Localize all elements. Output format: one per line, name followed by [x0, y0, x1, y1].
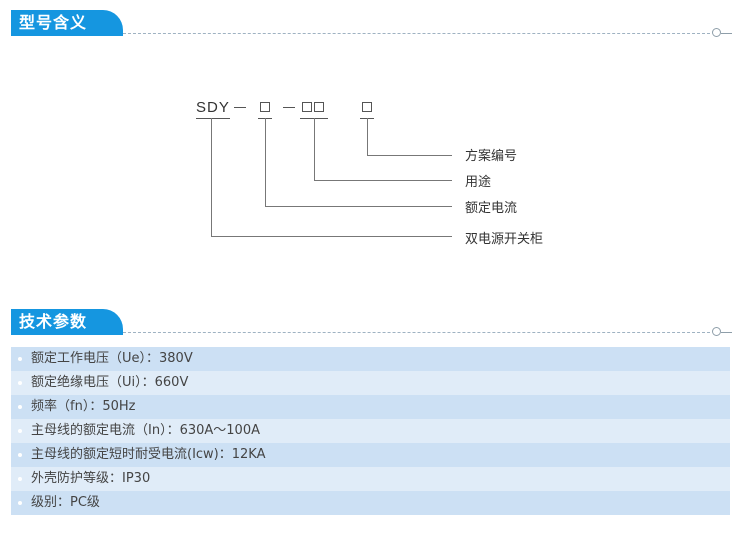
- divider-tail: [721, 33, 732, 34]
- param-text: 额定工作电压（Ue）：380V: [31, 351, 193, 366]
- leader-h-prefix: [211, 236, 452, 237]
- list-item: 额定绝缘电压（Ui）：660V: [11, 371, 730, 395]
- leader-h-current: [265, 206, 452, 207]
- leader-v-usage: [314, 118, 315, 180]
- bullet-dot-icon: [18, 381, 22, 385]
- section-title-model-meaning: 型号含义: [11, 10, 123, 36]
- divider-tail: [721, 332, 732, 333]
- model-prefix: SDY: [196, 99, 230, 116]
- leader-v-scheme: [367, 118, 368, 155]
- param-text: 外壳防护等级：IP30: [31, 471, 151, 486]
- param-text: 级别：PC级: [31, 495, 100, 510]
- leader-h-usage: [314, 180, 452, 181]
- param-text: 主母线的额定短时耐受电流(Icw)：12KA: [31, 447, 266, 462]
- bullet-dot-icon: [18, 429, 22, 433]
- divider-line: [123, 332, 710, 333]
- param-text: 频率（fn）：50Hz: [31, 399, 136, 414]
- list-item: 频率（fn）：50Hz: [11, 395, 730, 419]
- bullet-dot-icon: [18, 405, 22, 409]
- list-item: 外壳防护等级：IP30: [11, 467, 730, 491]
- leader-v-prefix: [211, 118, 212, 236]
- list-item: 级别：PC级: [11, 491, 730, 515]
- label-usage: 用途: [465, 175, 492, 190]
- code-box-usage-2: [314, 102, 324, 112]
- label-scheme-number: 方案编号: [465, 149, 518, 164]
- code-box-current: [260, 102, 270, 112]
- section-header-model-meaning: 型号含义: [0, 10, 750, 37]
- leader-h-scheme: [367, 155, 452, 156]
- list-item: 主母线的额定电流（In）：630A～100A: [11, 419, 730, 443]
- section-title-tech-params: 技术参数: [11, 309, 123, 335]
- divider-circle-icon: [712, 28, 721, 37]
- list-item: 额定工作电压（Ue）：380V: [11, 347, 730, 371]
- tech-params-list: 额定工作电压（Ue）：380V 额定绝缘电压（Ui）：660V 频率（fn）：5…: [11, 347, 730, 515]
- code-box-usage-1: [302, 102, 312, 112]
- model-code-diagram: SDY 方案编号 用途 额定电流 双电源开关柜: [196, 99, 544, 247]
- label-dual-power-cabinet: 双电源开关柜: [465, 232, 544, 247]
- bullet-dot-icon: [18, 477, 22, 481]
- section-header-tech-params: 技术参数: [0, 309, 750, 336]
- code-box-scheme: [362, 102, 372, 112]
- label-rated-current: 额定电流: [465, 201, 518, 216]
- leader-v-current: [265, 118, 266, 206]
- prefix-underline: [196, 118, 230, 119]
- separator-dash-2: [283, 107, 295, 108]
- divider-circle-icon: [712, 327, 721, 336]
- separator-dash-1: [234, 107, 246, 108]
- divider-line: [123, 33, 710, 34]
- bullet-dot-icon: [18, 357, 22, 361]
- param-text: 额定绝缘电压（Ui）：660V: [31, 375, 189, 390]
- list-item: 主母线的额定短时耐受电流(Icw)：12KA: [11, 443, 730, 467]
- bullet-dot-icon: [18, 501, 22, 505]
- param-text: 主母线的额定电流（In）：630A～100A: [31, 423, 260, 438]
- bullet-dot-icon: [18, 453, 22, 457]
